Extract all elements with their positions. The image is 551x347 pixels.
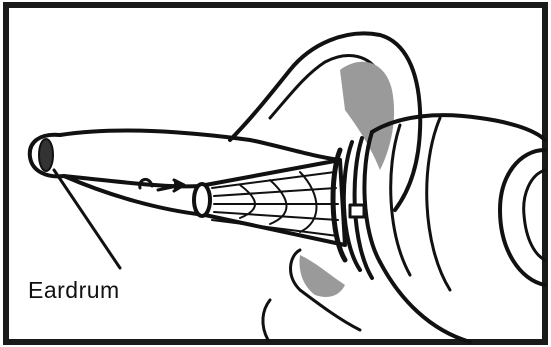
eardrum-membrane	[39, 139, 53, 171]
eardrum-label: Eardrum	[28, 277, 120, 303]
